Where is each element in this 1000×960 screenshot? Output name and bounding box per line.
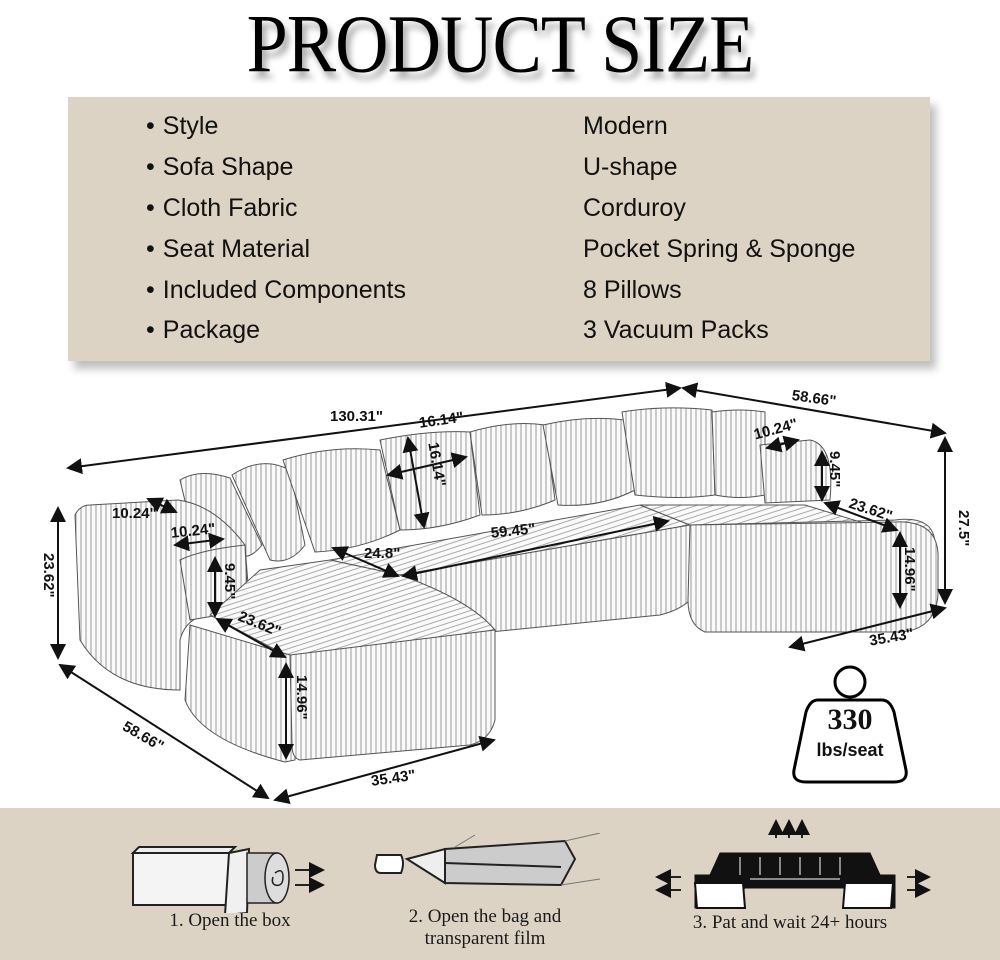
step-2-label: 2. Open the bag and transparent film [360, 906, 610, 950]
step-2-label-line2: transparent film [424, 928, 546, 949]
spec-row-seat-material: Seat Material Pocket Spring & Sponge [68, 235, 930, 275]
spec-row-cloth-fabric: Cloth Fabric Corduroy [68, 194, 930, 234]
spec-label: Style [146, 112, 219, 141]
spec-value: Modern [583, 112, 668, 140]
dim-right-arm-height: 9.45" [826, 451, 843, 488]
spec-value: U-shape [583, 153, 678, 181]
setup-steps-panel: 1. Open the box 2. Open the bag and tran… [0, 808, 1000, 960]
spec-label: Sofa Shape [146, 153, 294, 182]
weight-unit: lbs/seat [816, 740, 884, 760]
page-title: PRODUCT SIZE [246, 0, 755, 91]
spec-row-sofa-shape: Sofa Shape U-shape [68, 153, 930, 193]
bag-cut-icon [373, 833, 601, 887]
spec-value: Pocket Spring & Sponge [583, 235, 856, 263]
weight-capacity-badge: 330 lbs/seat [790, 660, 910, 785]
spec-row-package: Package 3 Vacuum Packs [68, 316, 930, 356]
sofa-dimension-diagram: 130.31" 58.66" 16.14" 16.14" 10.24" 9.45… [0, 375, 1000, 805]
spec-label: Seat Material [146, 235, 310, 264]
dim-right-total-height: 27.5" [955, 510, 972, 547]
step-3-label: 3. Pat and wait 24+ hours [692, 912, 888, 933]
sofa-illustration [50, 381, 953, 805]
dim-left-arm-height: 9.45" [221, 563, 238, 600]
spec-value: 3 Vacuum Packs [583, 316, 769, 344]
box-unroll-icon [130, 846, 325, 913]
dim-back-cushion-depth: 24.8" [364, 545, 401, 562]
spec-value: 8 Pillows [583, 276, 682, 304]
dim-left-arm-depth: 10.24" [112, 505, 157, 522]
weight-icon [792, 665, 908, 784]
dim-right-seat-height: 14.96" [901, 547, 918, 592]
spec-row-style: Style Modern [68, 112, 930, 152]
step-open-box: 1. Open the box [100, 808, 360, 960]
spec-label: Included Components [146, 276, 406, 305]
spec-row-included-components: Included Components 8 Pillows [68, 276, 930, 316]
spec-label: Cloth Fabric [146, 194, 298, 223]
spec-label: Package [146, 316, 260, 345]
spec-value: Corduroy [583, 194, 686, 222]
step-1-label: 1. Open the box [169, 910, 291, 931]
weight-value: 330 [827, 703, 873, 736]
sofa-expand-icon [655, 819, 931, 909]
dim-left-seat-height: 14.96" [293, 675, 310, 720]
spec-table: Style Modern Sofa Shape U-shape Cloth Fa… [68, 97, 930, 361]
dim-total-length: 130.31" [330, 408, 383, 425]
dim-left-total-height: 23.62" [40, 553, 57, 598]
step-2-label-line1: 2. Open the bag and [408, 906, 562, 927]
step-pat-wait: 3. Pat and wait 24+ hours [645, 808, 935, 960]
step-open-bag: 2. Open the bag and transparent film [360, 808, 620, 960]
